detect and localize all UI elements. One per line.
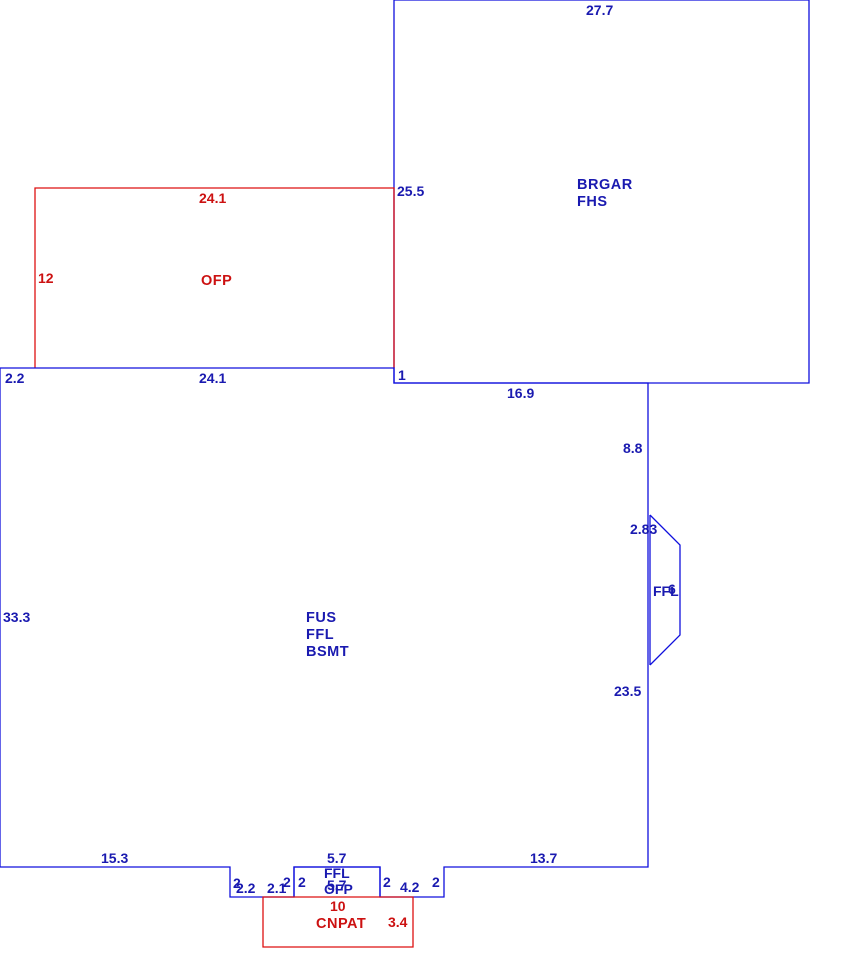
dim-patio-side: 3.4 [388, 914, 408, 930]
dim-porch-top: 24.1 [199, 190, 226, 206]
porch-label: OFP [201, 273, 232, 289]
dim-garage-bottom: 16.9 [507, 385, 534, 401]
dim-entry-left-v: 2 [298, 874, 306, 890]
entry-outline [293, 866, 381, 897]
dim-entry-right-v: 2 [383, 874, 391, 890]
garage-label-line1: BRGAR [577, 177, 633, 193]
patio-outline [262, 896, 414, 948]
dim-garage-left: 25.5 [397, 183, 424, 199]
dim-garage-top: 27.7 [586, 2, 613, 18]
dim-right-lower: 23.5 [614, 683, 641, 699]
dim-entry-top: 5.7 [327, 850, 347, 866]
dim-step-left-v: 2 [233, 875, 241, 891]
porch-outline [34, 187, 395, 368]
dim-bottom-right: 13.7 [530, 850, 557, 866]
dim-patio-top: 10 [330, 898, 346, 914]
dim-porch-side: 12 [38, 270, 54, 286]
dim-step-right-v: 2 [432, 874, 440, 890]
dim-step-right-h: 4.2 [400, 879, 420, 895]
dim-main-left: 33.3 [3, 609, 30, 625]
dim-main-top-left: 2.2 [5, 370, 25, 386]
main-label-line3: BSMT [306, 644, 349, 660]
dim-entry-bottom: 5.7 [327, 877, 347, 893]
dim-step-mid-v1: 2 [283, 874, 291, 890]
bay-window-outline [649, 514, 681, 666]
dim-step-left-h2: 2.1 [267, 880, 287, 896]
entry-label-line2: OFP [324, 881, 353, 897]
bay-label: FFL [653, 583, 679, 599]
entry-label-line1: FFL [324, 865, 350, 881]
patio-label: CNPAT [316, 916, 366, 932]
dim-bay-inner: 6 [668, 581, 676, 597]
dim-main-top: 24.1 [199, 370, 226, 386]
dim-right-upper: 8.8 [623, 440, 643, 456]
main-label-line2: FFL [306, 627, 334, 643]
main-label-line1: FUS [306, 610, 337, 626]
dim-step-left-h: 2.2 [236, 880, 256, 896]
dim-bay-diag: 2.83 [630, 521, 657, 537]
dim-garage-corner: 1 [398, 367, 406, 383]
dim-bottom-left: 15.3 [101, 850, 128, 866]
garage-label-line2: FHS [577, 194, 608, 210]
